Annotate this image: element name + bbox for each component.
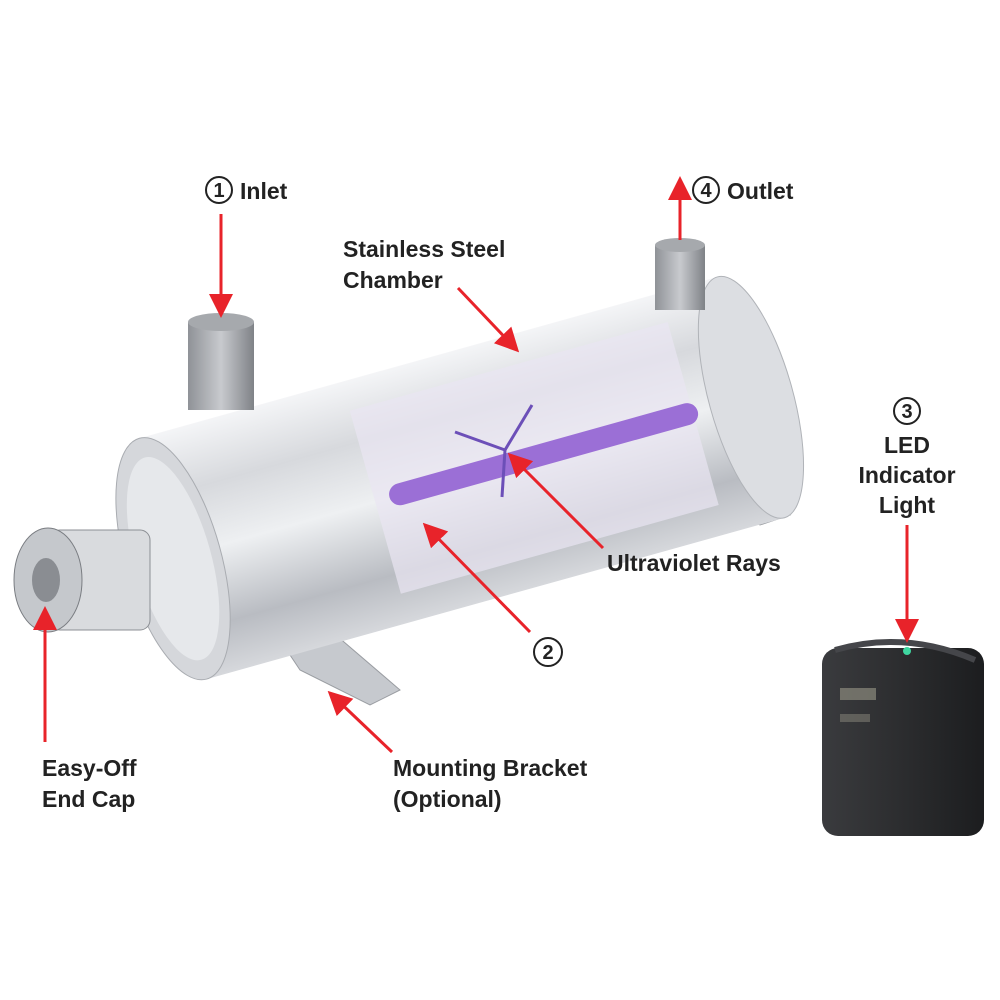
led-controller-box [822,639,984,836]
uv-rays-label: Ultraviolet Rays [607,550,781,576]
bracket-line2: (Optional) [393,786,502,812]
uv-ray-arrows [454,404,534,498]
led-number: 3 [901,401,912,423]
uv-lamp [389,403,699,506]
outlet-text: Outlet [727,178,794,204]
bracket-arrow [327,690,394,754]
inlet-port [188,313,254,410]
bracket-line1: Mounting Bracket [393,755,588,781]
lamp-arrow [422,522,532,634]
led-light [903,647,911,655]
lamp-label: 2 [533,637,563,667]
led-line3: Light [879,492,936,518]
led-line1: LED [884,432,930,458]
led-line2: Indicator [858,462,955,488]
outlet-number: 4 [700,180,712,202]
led-label: 3 LED Indicator Light [858,397,956,518]
chamber-line1: Stainless Steel [343,236,505,262]
chamber-arrow [456,286,520,353]
inlet-text: Inlet [240,178,288,204]
outlet-port [655,238,705,310]
chamber-label: Stainless Steel Chamber [343,236,505,293]
inlet-number: 1 [213,180,224,202]
endcap-line1: Easy-Off [42,755,137,781]
inlet-label: 1 Inlet [205,176,288,204]
chamber-line2: Chamber [343,267,443,293]
bracket-label: Mounting Bracket (Optional) [393,755,588,812]
lamp-number: 2 [542,642,553,664]
end-cap [13,527,151,633]
outlet-label: 4 Outlet [692,176,794,204]
endcap-line2: End Cap [42,786,135,812]
endcap-label: Easy-Off End Cap [42,755,137,812]
uv-arrow [507,452,605,550]
